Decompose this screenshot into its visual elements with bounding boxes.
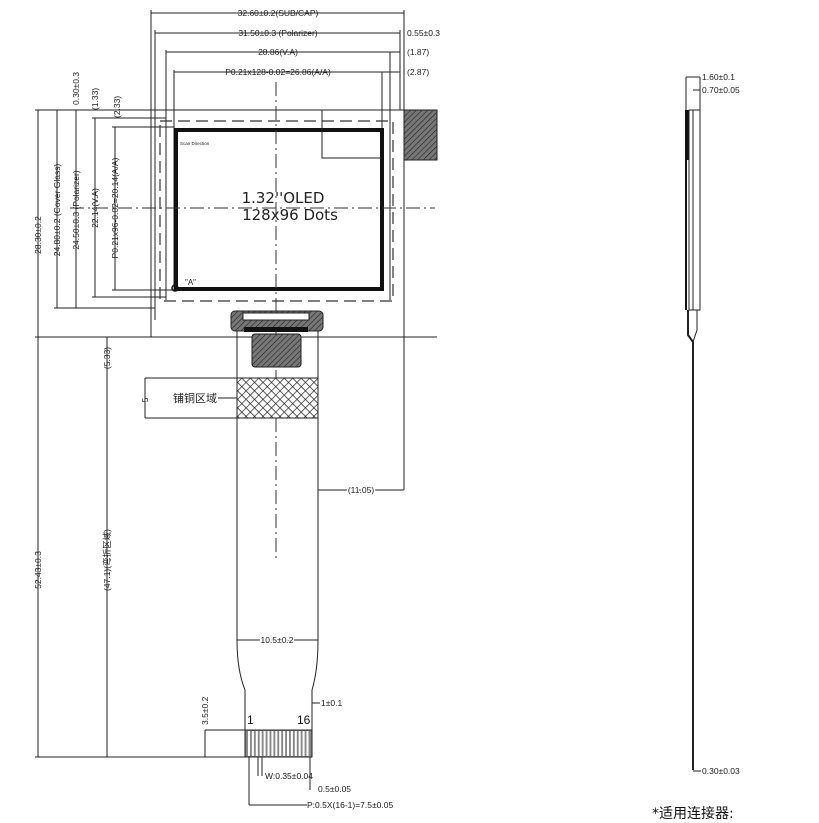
dim-stiffener: 3.5±0.2 xyxy=(200,696,210,725)
dim-top-offset-2: (1.33) xyxy=(90,88,100,110)
display-module: 1.32''OLED 128x96 Dots Scan Direction "A… xyxy=(70,82,438,560)
scan-direction-label: Scan Direction xyxy=(180,141,210,146)
dim-pitch: P:0.5X(16-1)=7.5±0.05 xyxy=(307,800,393,810)
pin-1-label: 1 xyxy=(247,713,254,727)
contact-pads xyxy=(244,729,313,758)
contact-pad xyxy=(248,731,250,756)
contact-pad xyxy=(302,731,305,756)
display-resolution-label: 128x96 Dots xyxy=(242,206,338,224)
dim-pad-gap: 0.5±0.05 xyxy=(318,784,351,794)
connector-note: *适用连接器: xyxy=(652,805,734,822)
dim-fpc-offset: (5.33) xyxy=(102,347,112,369)
dim-sub-cap: 32.60±0.2(SUB/CAP) xyxy=(238,8,319,18)
corner-a-label: "A" xyxy=(185,278,196,287)
left-dimensions: 28.30±0.2 24.80±0.2 (Cover Glass) 24.50±… xyxy=(33,72,437,758)
copper-area-label: 铺铜区域 xyxy=(173,391,217,405)
contact-pad xyxy=(275,731,278,756)
dim-polarizer-width: 31.50±0.3 (Polarizer) xyxy=(238,28,317,38)
dim-offset-3: (2.87) xyxy=(407,67,429,77)
dim-total-thickness: 1.60±0.1 xyxy=(702,72,735,82)
contact-pad xyxy=(251,731,254,756)
contact-pad xyxy=(259,731,262,756)
contact-pad xyxy=(298,731,301,756)
side-view: 1.60±0.1 0.70±0.05 0.30±0.03 xyxy=(685,72,740,776)
contact-pad xyxy=(290,731,293,756)
dim-va-width: 28.86(V.A) xyxy=(258,47,298,57)
dim-total-height: 28.30±0.2 xyxy=(33,216,43,254)
contact-pad xyxy=(271,731,274,756)
contact-pad xyxy=(255,731,258,756)
contact-pad xyxy=(263,731,266,756)
copper-area xyxy=(236,377,319,419)
pin-16-label: 16 xyxy=(297,713,311,727)
contact-pad xyxy=(294,731,297,756)
contact-pad xyxy=(267,731,270,756)
dim-step: 1±0.1 xyxy=(321,698,342,708)
contact-pad xyxy=(279,731,282,756)
dim-polarizer-height: 24.50±0.3 (Polarizer) xyxy=(71,170,81,249)
dim-offset-2: (1.87) xyxy=(407,47,429,57)
contact-pad xyxy=(287,731,289,756)
dim-tail-width: 10.5±0.2 xyxy=(260,635,293,645)
dim-fpc-thickness: 0.30±0.03 xyxy=(702,766,740,776)
dim-tail-offset: (11.05) xyxy=(348,485,374,495)
dim-bend-area: (47.1)(弯折区域) xyxy=(102,529,112,591)
contact-pad xyxy=(306,731,309,756)
dim-glass-thickness: 0.70±0.05 xyxy=(702,85,740,95)
dim-pad-width: W:0.35±0.04 xyxy=(265,771,313,781)
driver-ic xyxy=(251,333,302,368)
contact-pad xyxy=(283,731,286,756)
dim-aa-height: P0.21x96-0.02=20.14(A/A) xyxy=(110,157,120,258)
top-tab-hatched xyxy=(403,109,438,161)
display-size-label: 1.32''OLED xyxy=(242,189,325,207)
top-dimensions: 32.60±0.2(SUB/CAP) 31.50±0.3 (Polarizer)… xyxy=(150,8,440,490)
dim-aa-width: P0.21x128-0.02=26.86(A/A) xyxy=(225,67,331,77)
dim-top-offset-1: 0.30±0.3 xyxy=(71,72,81,105)
corner-a-marker xyxy=(171,284,179,292)
fpc: 铺铜区域 (11.05) 10.5±0.2 1±0.1 3.5±0.2 1 16… xyxy=(144,310,404,810)
dim-top-offset-3: (2.33) xyxy=(112,96,122,118)
dim-cover-glass-height: 24.80±0.2 (Cover Glass) xyxy=(52,164,62,257)
dim-offset-1: 0.55±0.3 xyxy=(407,28,440,38)
dim-overall-length: 52.43±0.3 xyxy=(33,551,43,589)
